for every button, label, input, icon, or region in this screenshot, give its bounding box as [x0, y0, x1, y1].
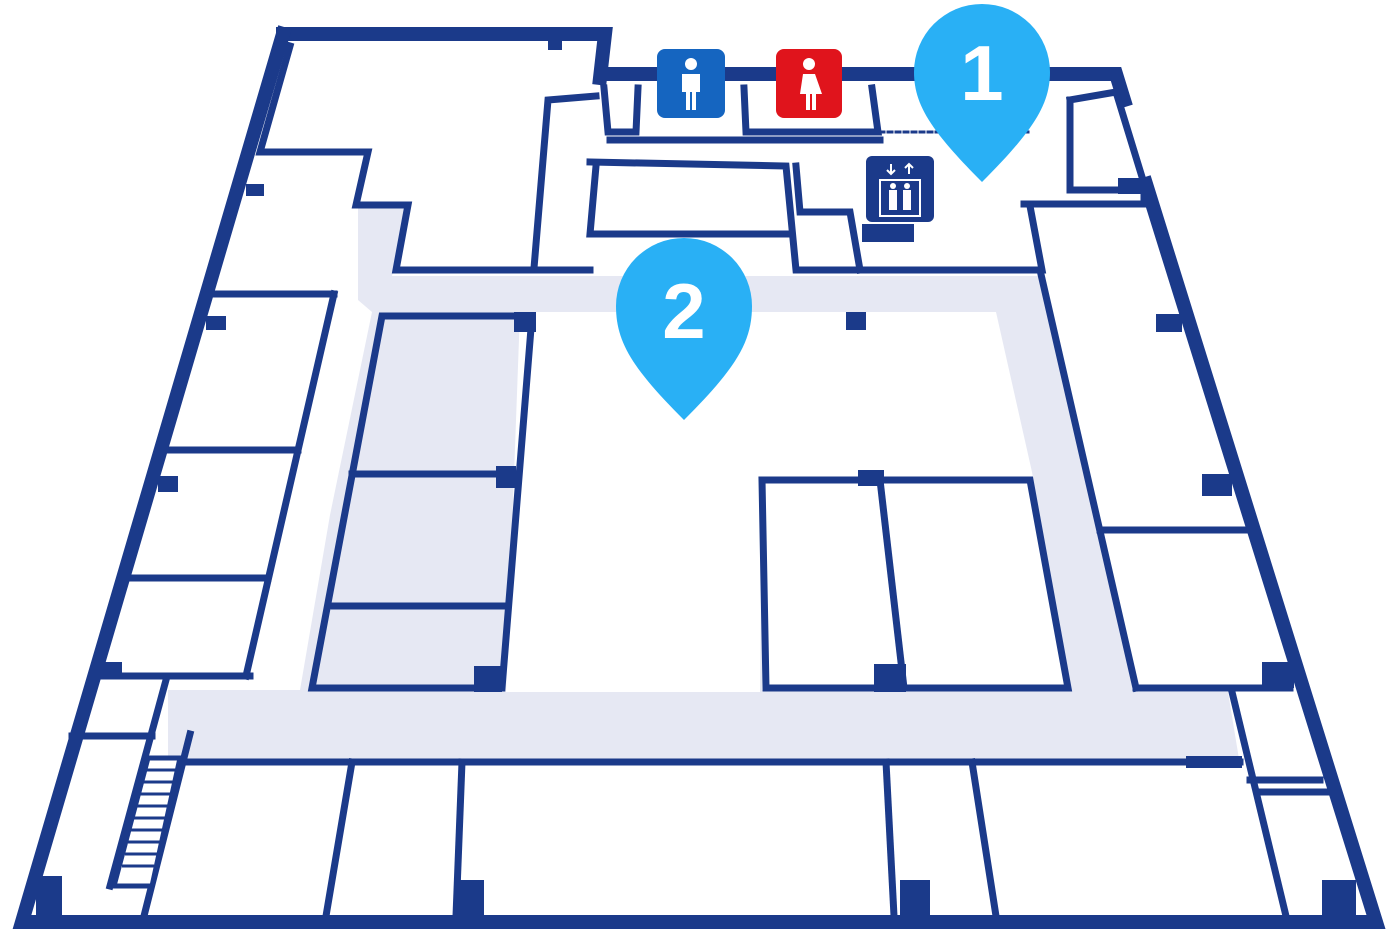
- wall-room-top-left: [255, 41, 594, 274]
- interior-walls: [68, 41, 1330, 921]
- room-block-east-div: [876, 476, 908, 692]
- room-block-east: [758, 476, 1073, 692]
- column: [456, 880, 484, 918]
- marker-1-label: 1: [960, 29, 1003, 117]
- column: [1186, 756, 1242, 768]
- column: [548, 40, 562, 50]
- wall-room-b: [586, 158, 866, 274]
- wall-west-stair: [105, 675, 171, 891]
- column: [1202, 474, 1232, 496]
- column: [1322, 880, 1356, 920]
- column: [858, 470, 884, 486]
- corridor-inner-cut: [506, 312, 1070, 692]
- column: [514, 312, 536, 332]
- elevator-icon[interactable]: [866, 156, 934, 222]
- wall-room-a: [530, 92, 600, 272]
- column: [158, 476, 178, 492]
- wall-restroom-2: [740, 84, 883, 136]
- column: [206, 316, 226, 330]
- column: [1156, 314, 1182, 332]
- wall-room-b-lower: [586, 162, 794, 238]
- wall-stair-east: [1065, 88, 1151, 194]
- column: [246, 184, 264, 196]
- outer-walls: [12, 25, 1386, 929]
- wall-east-room-1: [1035, 265, 1141, 693]
- men-restroom-icon[interactable]: [657, 49, 725, 118]
- wall-restroom: [600, 84, 642, 136]
- wall-south-3: [882, 758, 898, 920]
- column: [1118, 178, 1150, 194]
- column: [862, 224, 914, 242]
- marker-2[interactable]: 2: [616, 238, 752, 420]
- column: [36, 876, 62, 920]
- wall-east-wing: [1020, 192, 1148, 208]
- stair-steps: [122, 768, 178, 868]
- wall-columns: [36, 40, 1356, 920]
- column: [1262, 662, 1294, 688]
- wall-south-4: [968, 758, 1000, 920]
- column: [900, 880, 930, 918]
- outer-wall-top-right: [598, 67, 1133, 109]
- outer-wall-east: [12, 25, 1386, 929]
- column: [846, 312, 866, 330]
- column: [874, 664, 906, 692]
- map-pin-icon[interactable]: [914, 4, 1050, 182]
- corridor: [168, 205, 1240, 765]
- wall-west-corridor: [241, 289, 339, 681]
- column: [474, 666, 502, 692]
- column: [496, 466, 516, 488]
- marker-2-label: 2: [662, 267, 705, 355]
- women-restroom-icon[interactable]: [776, 49, 842, 118]
- wall-south-east: [1227, 687, 1291, 921]
- wall-elevator-bay: [792, 162, 865, 275]
- map-pin-icon[interactable]: [616, 238, 752, 420]
- marker-1[interactable]: 1: [914, 4, 1050, 182]
- column: [100, 662, 122, 678]
- wall-south-1: [321, 757, 357, 921]
- stairs-icon: [110, 755, 184, 889]
- outer-wall-left: [276, 27, 613, 86]
